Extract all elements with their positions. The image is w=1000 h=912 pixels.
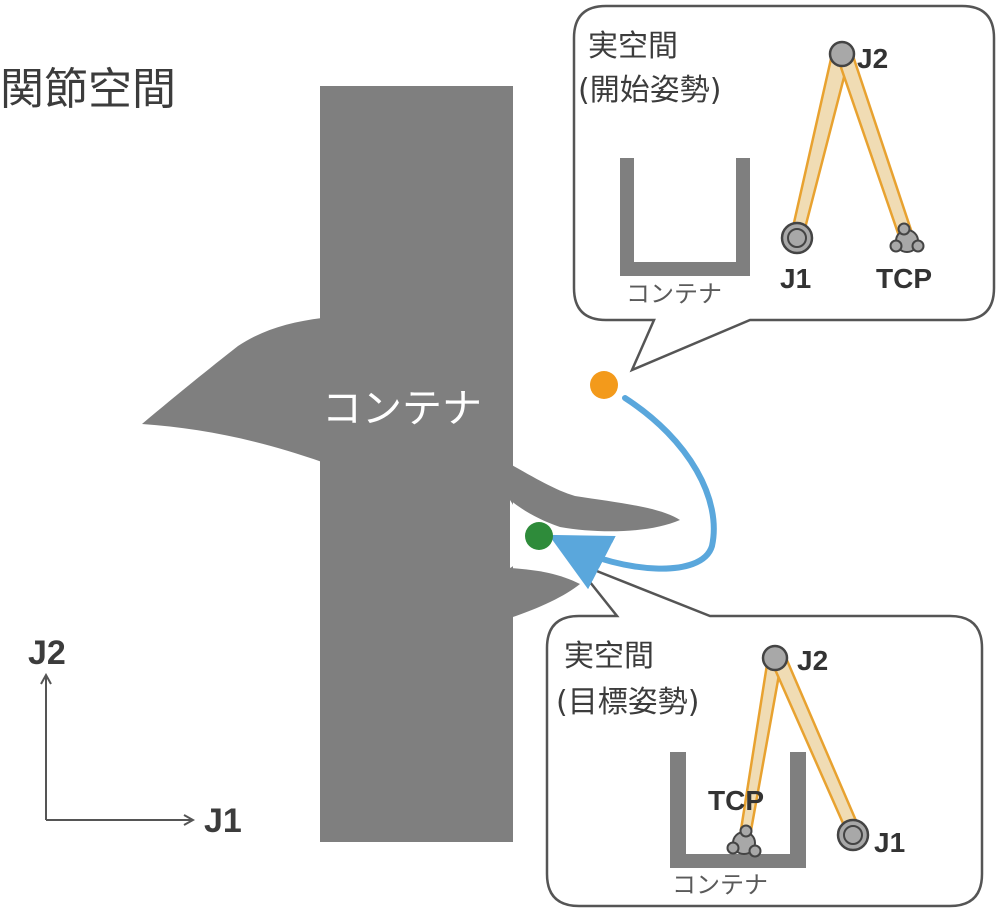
left-obstacle-lobe xyxy=(142,318,322,462)
goal-container-label: コンテナ xyxy=(672,871,768,899)
goal-bubble-title: 実空間 xyxy=(564,639,654,674)
start-tcp-label: TCP xyxy=(876,263,932,294)
start-j1-joint-inner xyxy=(787,228,807,248)
planned-path-arrow xyxy=(548,395,717,590)
goal-bubble-subtitle: (目標姿勢) xyxy=(556,685,699,720)
axes xyxy=(46,676,192,820)
space-title: 関節空間 xyxy=(0,64,176,115)
goal-point xyxy=(525,522,553,550)
goal-j2-label: J2 xyxy=(797,645,828,676)
goal-j2-joint xyxy=(761,644,789,672)
goal-pose-bubble: 実空間 (目標姿勢) コンテナ J2 TCP J1 xyxy=(545,559,984,908)
start-point xyxy=(590,371,618,399)
lower-right-obstacle-lobe xyxy=(510,568,580,618)
start-container-shape xyxy=(620,158,750,276)
goal-j1-label: J1 xyxy=(874,827,905,858)
start-container-label: コンテナ xyxy=(626,280,722,308)
container-obstacle-bar xyxy=(320,86,513,842)
start-j2-joint xyxy=(828,40,856,68)
start-tcp-gripper xyxy=(889,222,925,253)
free-space-notch xyxy=(510,500,523,568)
j2-axis-label: J2 xyxy=(28,634,66,672)
start-bubble-title: 実空間 xyxy=(588,29,678,64)
obstacle-label: コンテナ xyxy=(322,386,482,432)
upper-right-obstacle-lobe xyxy=(510,464,680,532)
goal-tcp-label: TCP xyxy=(708,785,764,816)
start-j1-label: J1 xyxy=(780,263,811,294)
start-bubble-subtitle: (開始姿勢) xyxy=(578,73,721,108)
goal-j1-joint-inner xyxy=(843,825,863,845)
goal-container-shape xyxy=(670,752,806,868)
container-obstacle-region xyxy=(142,86,680,842)
j1-axis-label: J1 xyxy=(204,802,242,840)
start-pose-bubble: 実空間 (開始姿勢) コンテナ J2 J1 TCP xyxy=(572,4,996,373)
goal-tcp-gripper xyxy=(726,824,762,858)
start-bubble-frame xyxy=(572,4,996,373)
goal-j1-joint xyxy=(836,818,870,852)
start-j1-joint xyxy=(780,221,814,255)
start-j2-label: J2 xyxy=(857,43,888,74)
